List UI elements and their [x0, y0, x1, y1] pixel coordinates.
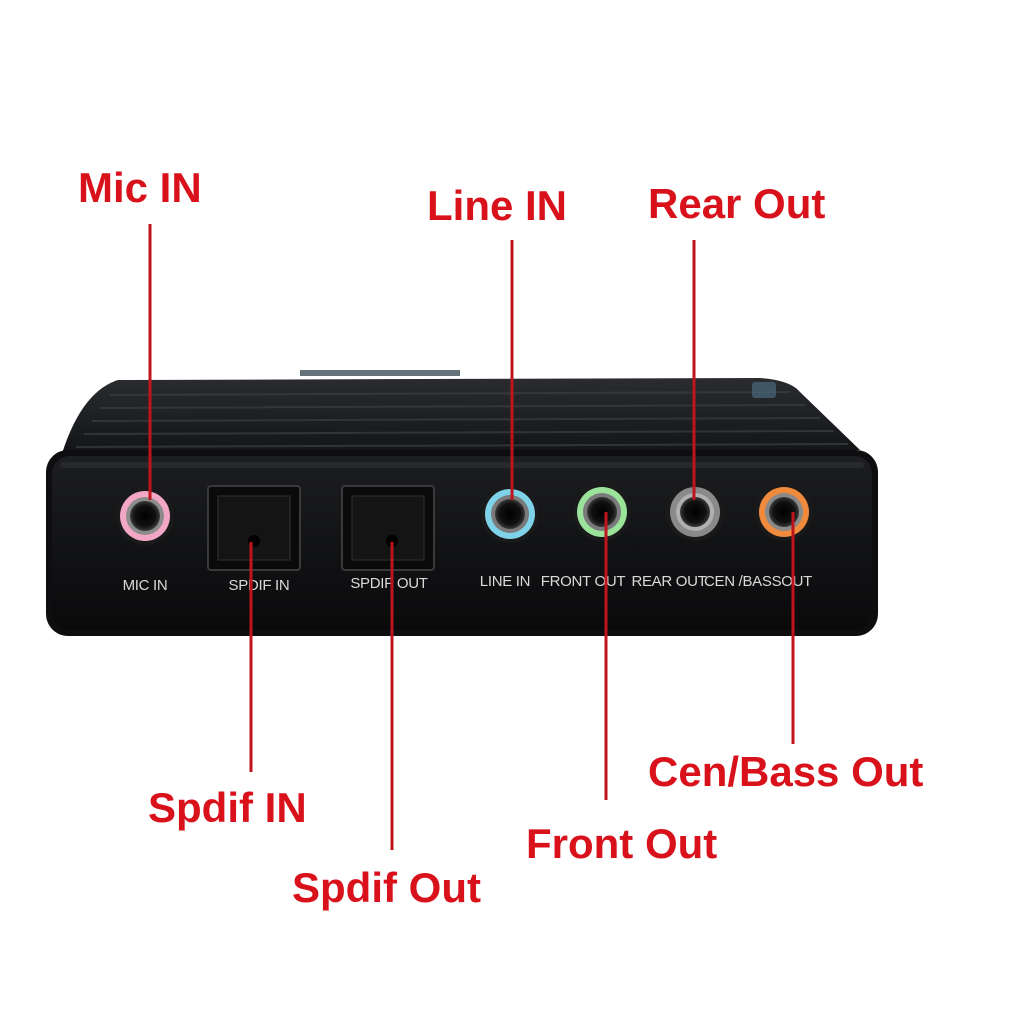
callout-labels: Mic IN Line IN Rear Out Spdif IN Spdif O… — [78, 164, 923, 911]
panel-label-mic-in: MIC IN — [123, 577, 168, 594]
panel-label-rear-out: REAR OUT — [631, 573, 706, 590]
callout-spdif-in: Spdif IN — [148, 784, 307, 831]
spdif-in-port[interactable] — [207, 485, 301, 571]
device-front-panel — [46, 450, 878, 636]
panel-labels: MIC IN SPDIF IN SPDIF OUT LINE IN FRONT … — [123, 573, 813, 594]
callout-mic-in: Mic IN — [78, 164, 202, 211]
callout-spdif-out: Spdif Out — [292, 864, 481, 911]
panel-label-front-out: FRONT OUT — [541, 573, 626, 590]
front-out-jack[interactable] — [573, 483, 631, 541]
mic-in-jack[interactable] — [116, 487, 174, 545]
callout-cen-bass-out: Cen/Bass Out — [648, 748, 923, 795]
callout-rear-out: Rear Out — [648, 180, 825, 227]
panel-label-spdif-in: SPDIF IN — [229, 577, 290, 594]
callout-line-in: Line IN — [427, 182, 567, 229]
panel-label-line-in: LINE IN — [480, 573, 530, 590]
spdif-out-port[interactable] — [341, 485, 435, 571]
device-top — [60, 370, 860, 460]
callout-front-out: Front Out — [526, 820, 717, 867]
cen-bass-out-jack[interactable] — [755, 483, 813, 541]
panel-label-cen-bass-out: CEN /BASSOUT — [704, 573, 812, 590]
line-in-jack[interactable] — [481, 485, 539, 543]
callout-lines — [148, 224, 795, 850]
rear-out-jack[interactable] — [666, 483, 724, 541]
panel-label-spdif-out: SPDIF OUT — [350, 575, 427, 592]
